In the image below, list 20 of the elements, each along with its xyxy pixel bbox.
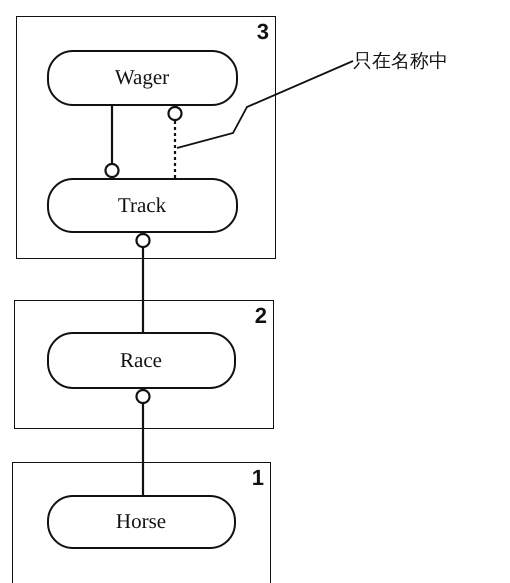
group-frame [12, 462, 271, 583]
entity-box [46, 332, 236, 388]
entity-name: Horse [116, 509, 166, 534]
entity-name: Wager [114, 65, 170, 90]
leader-line [176, 60, 354, 149]
connector-line [135, 388, 151, 495]
connector-line [167, 106, 183, 178]
connector-line [135, 232, 151, 332]
annotation-text: 只在名称中 [353, 49, 448, 74]
entity-box [46, 50, 238, 106]
group-frame [16, 16, 276, 259]
level-number: 3 [256, 19, 269, 45]
entity-box [46, 178, 238, 232]
entity-name: Track [118, 192, 166, 218]
level-number: 2 [254, 303, 267, 329]
entity-name: Race [120, 348, 162, 372]
level-number: 1 [252, 465, 264, 491]
entity-box [46, 494, 236, 548]
connector-line [104, 106, 120, 178]
group-frame [14, 300, 274, 429]
